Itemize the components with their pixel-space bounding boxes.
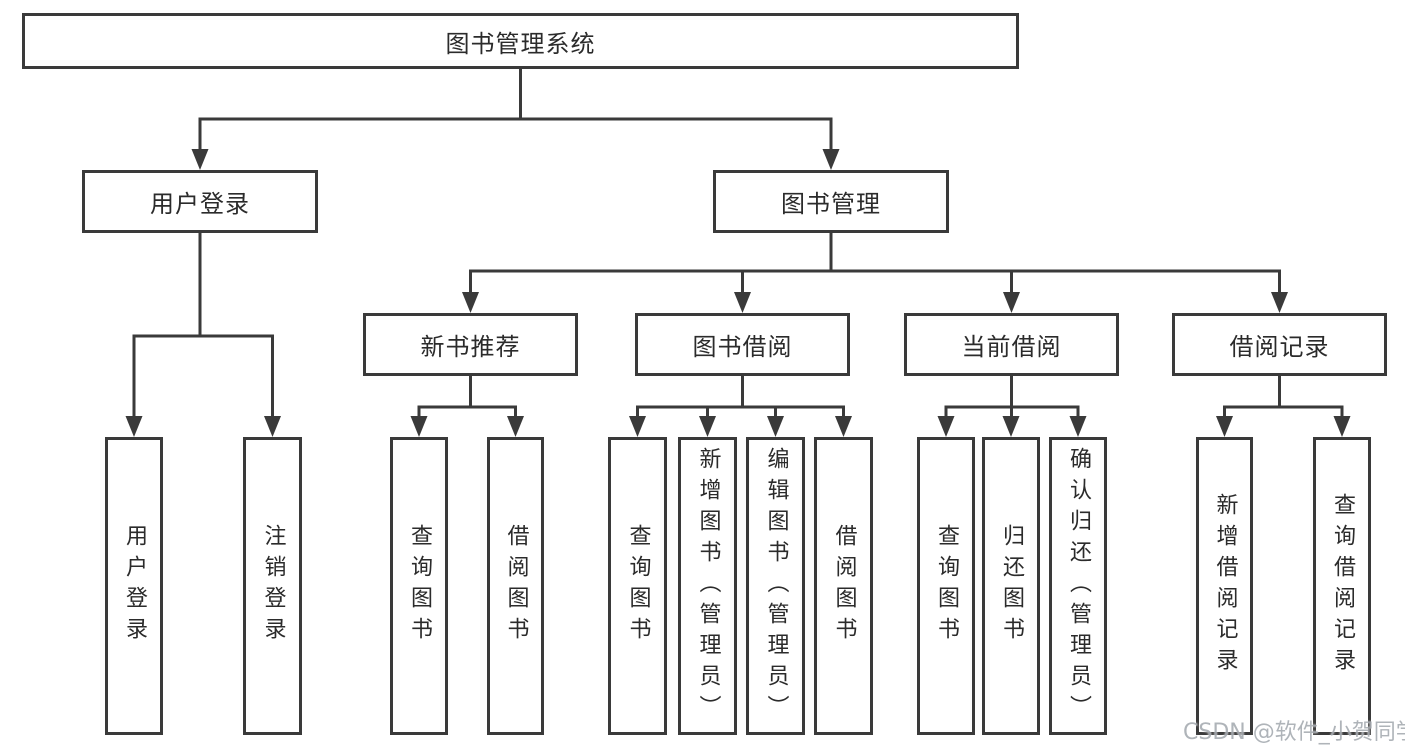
arrow-icon [264,416,281,437]
node-new-book-recommend-label: 新书推荐 [420,333,521,361]
leaf-add-borrow-record-label: 新增借阅记录 [1212,493,1238,679]
leaf-edit-book-admin-label: 编辑图书（管理员） [763,446,789,726]
leaf-query-books-borrow-label: 查询图书 [625,524,651,648]
node-user-login-label: 用户登录 [150,190,250,218]
wire-new-book-split [417,376,517,420]
leaf-confirm-return-admin: 确认归还（管理员） [1049,437,1107,735]
arrow-icon [1003,292,1020,313]
arrow-icon [1002,416,1020,437]
leaf-user-login-label: 用户登录 [122,524,147,648]
wire-current-borrow-split [944,376,1080,420]
leaf-query-books-current-label: 查询图书 [934,524,959,648]
wire-book-borrow-split [636,376,845,420]
leaf-add-book-admin: 新增图书（管理员） [678,437,737,735]
wire-borrow-records-split [1223,376,1344,420]
leaf-query-books-recommend-label: 查询图书 [407,524,432,648]
leaf-edit-book-admin: 编辑图书（管理员） [746,437,805,735]
wire-root-split [198,69,833,153]
arrow-icon [699,416,716,437]
node-root: 图书管理系统 [22,13,1019,69]
arrow-icon [410,416,428,437]
leaf-logout: 注销登录 [243,437,302,735]
leaf-logout-label: 注销登录 [260,524,286,648]
leaf-borrow-books-recommend: 借阅图书 [487,437,544,735]
leaf-query-borrow-record: 查询借阅记录 [1313,437,1371,735]
arrow-icon [1333,416,1351,437]
node-new-book-recommend: 新书推荐 [363,313,578,376]
arrow-icon [191,149,209,170]
leaf-borrow-books-recommend-label: 借阅图书 [503,524,529,648]
node-book-management-label: 图书管理 [781,190,881,218]
node-current-borrow-label: 当前借阅 [961,333,1062,361]
leaf-query-borrow-record-label: 查询借阅记录 [1330,493,1355,679]
arrow-icon [1069,416,1087,437]
node-borrow-records-label: 借阅记录 [1229,333,1330,361]
node-book-borrow-label: 图书借阅 [692,333,793,361]
arrow-icon [507,416,524,437]
arrow-icon [629,416,646,437]
arrow-icon [125,416,143,437]
leaf-query-books-recommend: 查询图书 [390,437,448,735]
leaf-confirm-return-admin-label: 确认归还（管理员） [1066,446,1091,726]
node-book-management: 图书管理 [713,170,949,233]
arrow-icon [1216,416,1233,437]
leaf-borrow-books: 借阅图书 [814,437,873,735]
node-book-borrow: 图书借阅 [635,313,850,376]
watermark: CSDN @软件_小贺同学 [1183,720,1405,745]
leaf-return-books: 归还图书 [982,437,1040,735]
arrow-icon [767,416,784,437]
arrowheads [125,149,1351,437]
leaf-user-login: 用户登录 [105,437,163,735]
wire-user-login-split [132,233,274,420]
leaf-query-books-current: 查询图书 [917,437,975,735]
leaf-borrow-books-label: 借阅图书 [831,524,857,648]
arrow-icon [835,416,852,437]
arrow-icon [822,149,840,170]
arrow-icon [462,292,479,313]
node-borrow-records: 借阅记录 [1172,313,1387,376]
node-user-login: 用户登录 [82,170,318,233]
arrow-icon [937,416,955,437]
leaf-query-books-borrow: 查询图书 [608,437,667,735]
node-root-label: 图书管理系统 [445,29,596,58]
wire-book-mgmt-split [469,233,1281,297]
leaf-return-books-label: 归还图书 [999,524,1024,648]
leaf-add-book-admin-label: 新增图书（管理员） [695,446,721,726]
leaf-add-borrow-record: 新增借阅记录 [1196,437,1253,735]
arrow-icon [1271,292,1288,313]
arrow-icon [734,292,751,313]
node-current-borrow: 当前借阅 [904,313,1119,376]
